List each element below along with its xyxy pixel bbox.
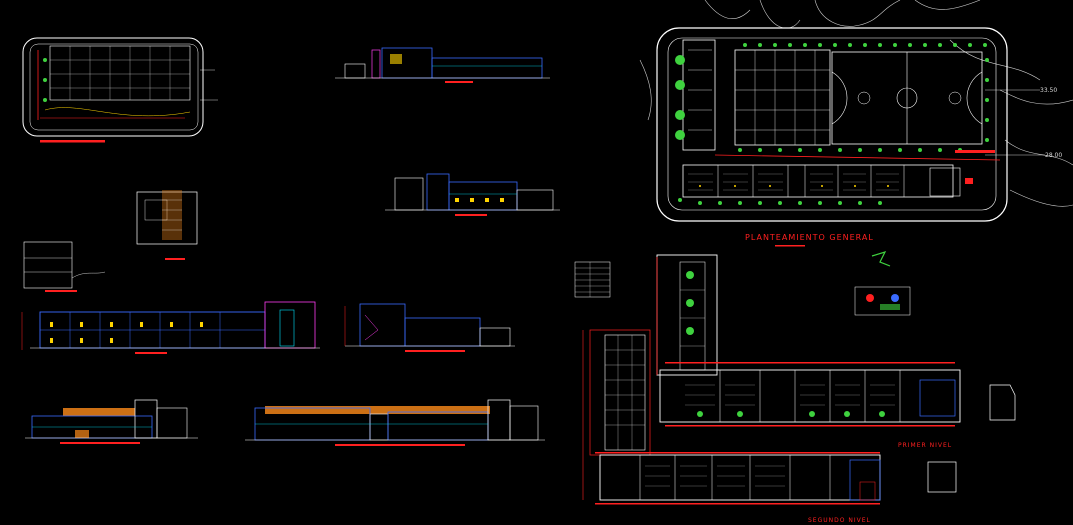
section-left-small <box>23 241 106 292</box>
elevation-left-color <box>25 399 198 444</box>
section-middle <box>385 173 560 216</box>
key-plan-detail <box>854 251 911 316</box>
legend-table <box>574 261 611 298</box>
floor-plan-first-level: PRIMER NIVEL <box>656 254 961 449</box>
first-floor-label: PRIMER NIVEL <box>898 442 952 449</box>
floor-plan-second-level: SEGUNDO NIVEL <box>582 329 881 524</box>
section-right-middle <box>344 303 515 352</box>
site-plan-small <box>22 37 218 143</box>
level-b-label: 28.00 <box>1045 152 1062 159</box>
site-plan-general: 33.50 28.00 PLANTEAMIENTO GENERAL <box>656 27 1062 247</box>
second-floor-label: SEGUNDO NIVEL <box>808 517 871 524</box>
elevation-center-color <box>245 399 545 446</box>
outline-shapes-right <box>927 384 1016 493</box>
level-a-label: 33.50 <box>1040 87 1057 94</box>
elevation-top <box>335 47 550 83</box>
long-section-left <box>21 301 320 354</box>
terrain-contours <box>639 0 1073 207</box>
site-plan-title: PLANTEAMIENTO GENERAL <box>745 233 874 242</box>
small-plan-detail <box>136 190 198 260</box>
